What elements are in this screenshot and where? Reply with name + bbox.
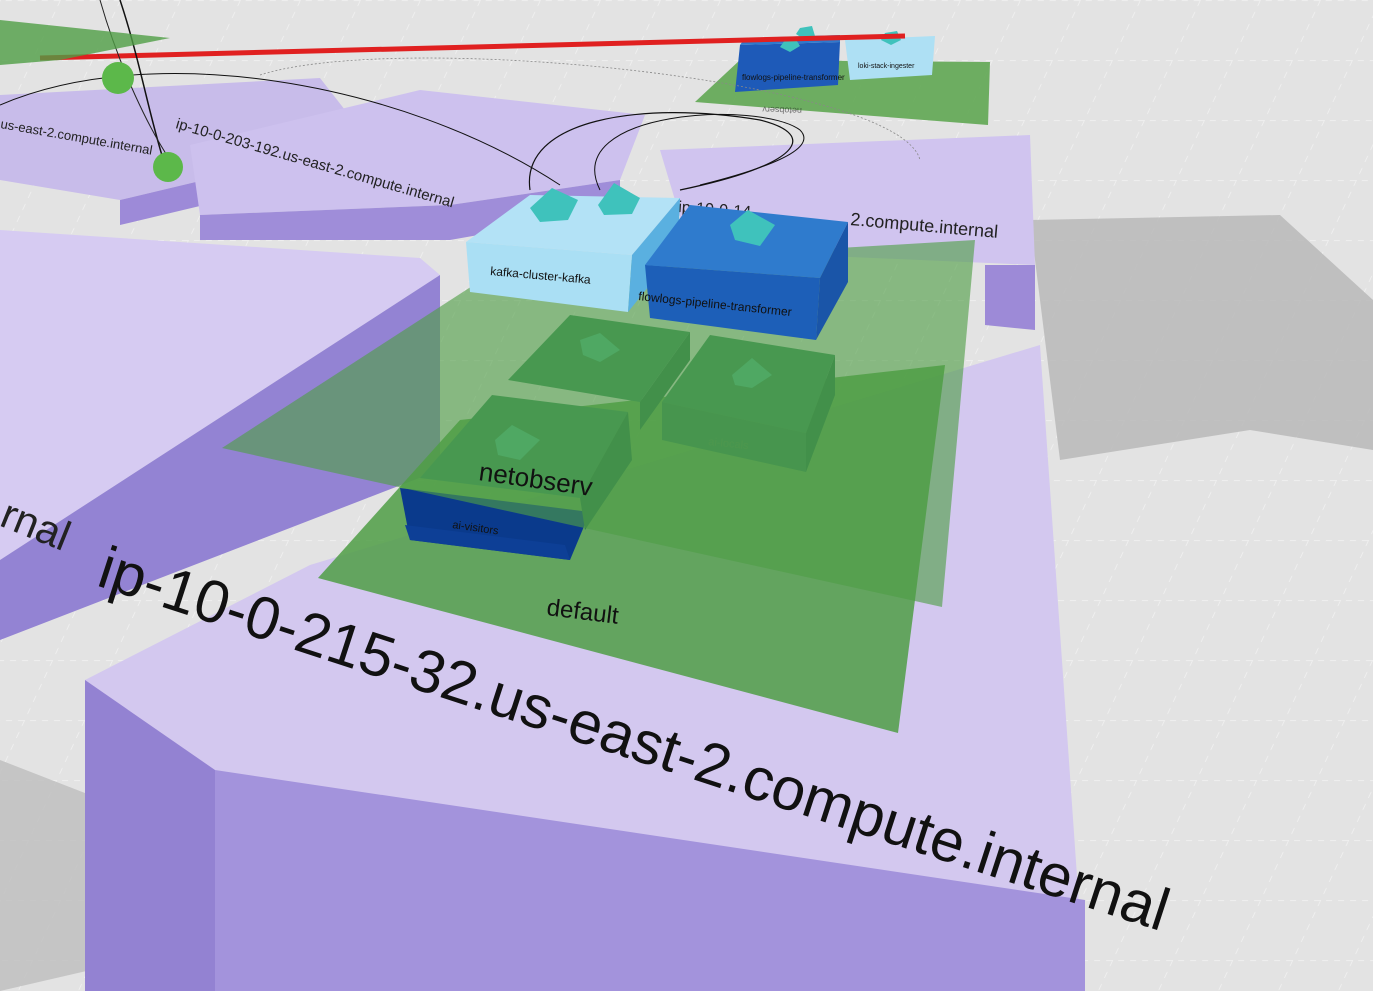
namespace-label-far-right: netobserv <box>762 105 802 116</box>
connection-edge[interactable] <box>259 57 921 161</box>
connection-edge[interactable] <box>99 0 171 161</box>
node-far-left-small[interactable]: us-east-2.compute.internal <box>0 78 345 225</box>
connection-edge[interactable] <box>0 73 561 186</box>
pod-icon[interactable] <box>530 188 578 222</box>
node-back-left[interactable]: ip-10-0-203-192.us-east-2.compute.intern… <box>174 90 645 240</box>
namespace-far-left[interactable] <box>0 20 170 65</box>
connection-edge[interactable] <box>528 112 794 191</box>
connections <box>0 0 921 191</box>
workload-label-far-flowlogs: flowlogs-pipeline-transformer <box>742 73 845 82</box>
connection-edge[interactable] <box>119 0 166 166</box>
workload-flowlogs[interactable]: flowlogs-pipeline-transformer <box>638 205 848 340</box>
pod-icon[interactable] <box>598 183 640 215</box>
shadow-right <box>1030 215 1373 460</box>
external-node-icon[interactable] <box>102 62 134 94</box>
workload-label-far-loki: loki-stack-ingester <box>858 63 915 70</box>
connection-red[interactable] <box>39 33 906 61</box>
connection-edge[interactable] <box>594 113 805 191</box>
pod-icon[interactable] <box>730 210 775 246</box>
workload-far-flowlogs[interactable]: flowlogs-pipeline-transformer <box>735 26 845 92</box>
external-node-icon[interactable] <box>153 152 183 182</box>
node-far-left-big[interactable]: rnal <box>0 230 440 640</box>
